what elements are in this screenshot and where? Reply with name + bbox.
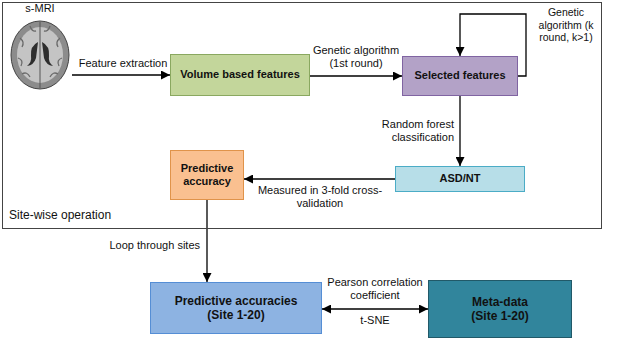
brain-illustration <box>8 18 72 90</box>
flow-arrow <box>310 75 402 76</box>
process-box: Predictive accuracy <box>170 150 244 200</box>
process-box: Selected features <box>402 56 518 96</box>
flow-arrow <box>206 200 207 282</box>
edge-label: Genetic algorithm (1st round) <box>310 44 402 70</box>
flow-arrow <box>459 96 460 166</box>
brain-outline <box>11 21 69 89</box>
box-label: ASD/NT <box>440 172 481 185</box>
flow-arrow <box>244 178 395 179</box>
edge-label: Feature extraction <box>74 57 172 70</box>
midline <box>40 22 41 88</box>
ventricles <box>27 42 53 66</box>
box-label: Selected features <box>414 69 505 82</box>
box-label: Predictive accuracies (Site 1-20) <box>171 294 301 323</box>
edge-label: Measured in 3-fold cross-validation <box>252 184 388 210</box>
edge-label: Pearson correlation coefficient <box>323 276 427 302</box>
box-label: Meta-data (Site 1-20) <box>460 295 540 324</box>
process-box: Volume based features <box>170 54 310 96</box>
process-box: Meta-data (Site 1-20) <box>428 280 572 338</box>
edge-label: t-SNE <box>323 314 427 327</box>
flow-arrow <box>72 74 170 75</box>
box-label: Predictive accuracy <box>175 162 239 188</box>
image-node: s-MRI <box>8 2 72 92</box>
process-box: Predictive accuracies (Site 1-20) <box>150 282 322 334</box>
process-box: ASD/NT <box>395 166 525 192</box>
edge-label: Genetic algorithm (k round, k>1) <box>533 6 599 44</box>
group-label: Site-wise operation <box>9 208 111 222</box>
edge-label: Loop through sites <box>100 239 200 252</box>
image-label: s-MRI <box>8 2 72 14</box>
flow-arrow <box>322 308 428 309</box>
box-label: Volume based features <box>180 68 300 81</box>
edge-label: Random forest classification <box>380 118 454 144</box>
